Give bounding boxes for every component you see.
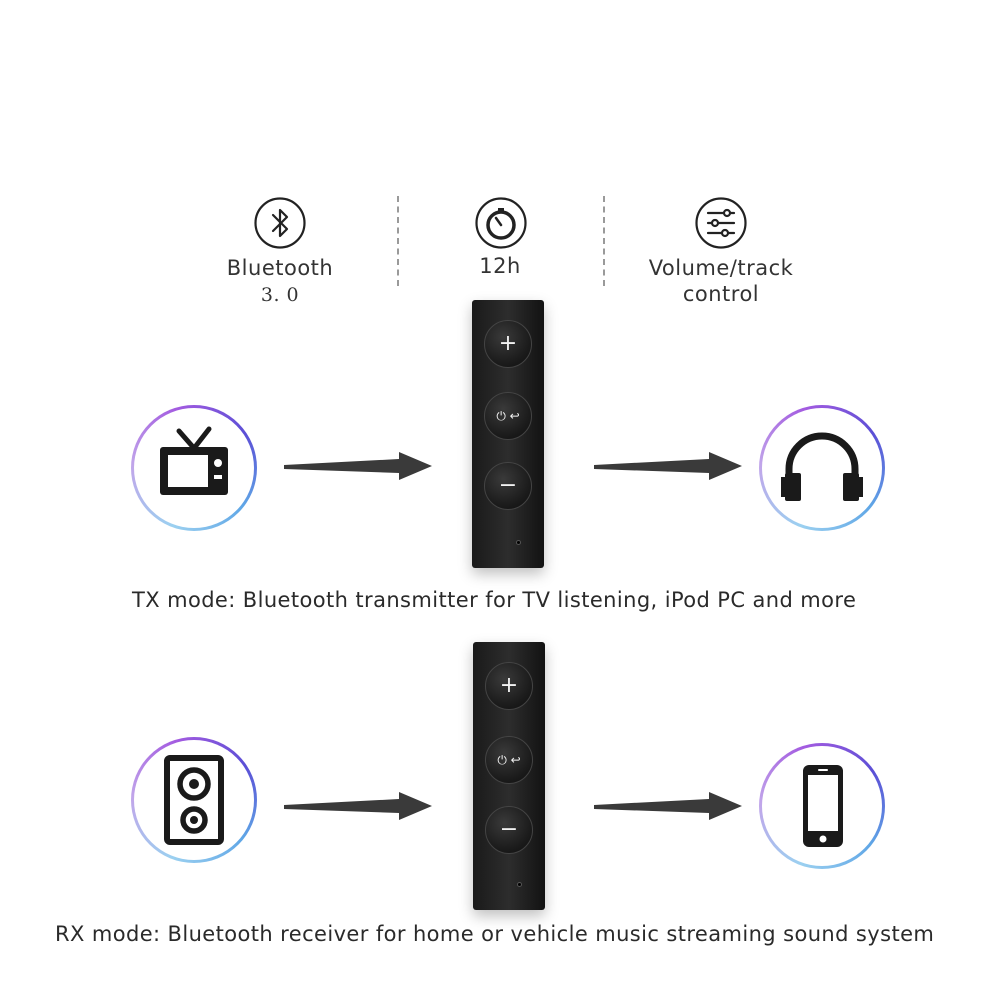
sliders-icon	[695, 197, 747, 249]
rx-power-call-button[interactable]: ⏻ ↩	[485, 736, 533, 784]
tx-device: + ⏻ ↩ −	[472, 300, 544, 568]
bluetooth-version-label: 3. 0	[260, 284, 300, 306]
tx-caption: TX mode: Bluetooth transmitter for TV li…	[132, 588, 857, 612]
rx-volume-down-button[interactable]: −	[485, 806, 533, 854]
bluetooth-label: Bluetooth	[226, 256, 334, 280]
smartphone-icon	[803, 765, 843, 847]
rx-arrow-left	[284, 792, 432, 820]
rx-arrow-right	[594, 792, 742, 820]
headphones-icon	[781, 432, 863, 501]
headphones-circle	[759, 405, 885, 531]
tx-arrow-left	[284, 452, 432, 480]
rx-mic-hole	[517, 882, 522, 887]
smartphone-circle	[759, 743, 885, 869]
divider-left	[397, 196, 399, 286]
rx-volume-up-button[interactable]: +	[485, 662, 533, 710]
tx-volume-down-button[interactable]: −	[484, 462, 532, 510]
speaker-circle	[131, 737, 257, 863]
battery-label: 12h	[479, 254, 521, 278]
tx-mic-hole	[516, 540, 521, 545]
tx-arrow-right	[594, 452, 742, 480]
timer-icon	[475, 197, 527, 249]
control-label: Volume/track	[648, 256, 794, 280]
control-label-line2: control	[682, 282, 760, 306]
rx-device: + ⏻ ↩ −	[473, 642, 545, 910]
bluetooth-icon	[254, 197, 306, 249]
divider-right	[603, 196, 605, 286]
tx-power-call-button[interactable]: ⏻ ↩	[484, 392, 532, 440]
tx-volume-up-button[interactable]: +	[484, 320, 532, 368]
speaker-icon	[164, 755, 224, 845]
tv-icon	[160, 426, 228, 495]
rx-caption: RX mode: Bluetooth receiver for home or …	[55, 922, 935, 946]
tv-circle	[131, 405, 257, 531]
